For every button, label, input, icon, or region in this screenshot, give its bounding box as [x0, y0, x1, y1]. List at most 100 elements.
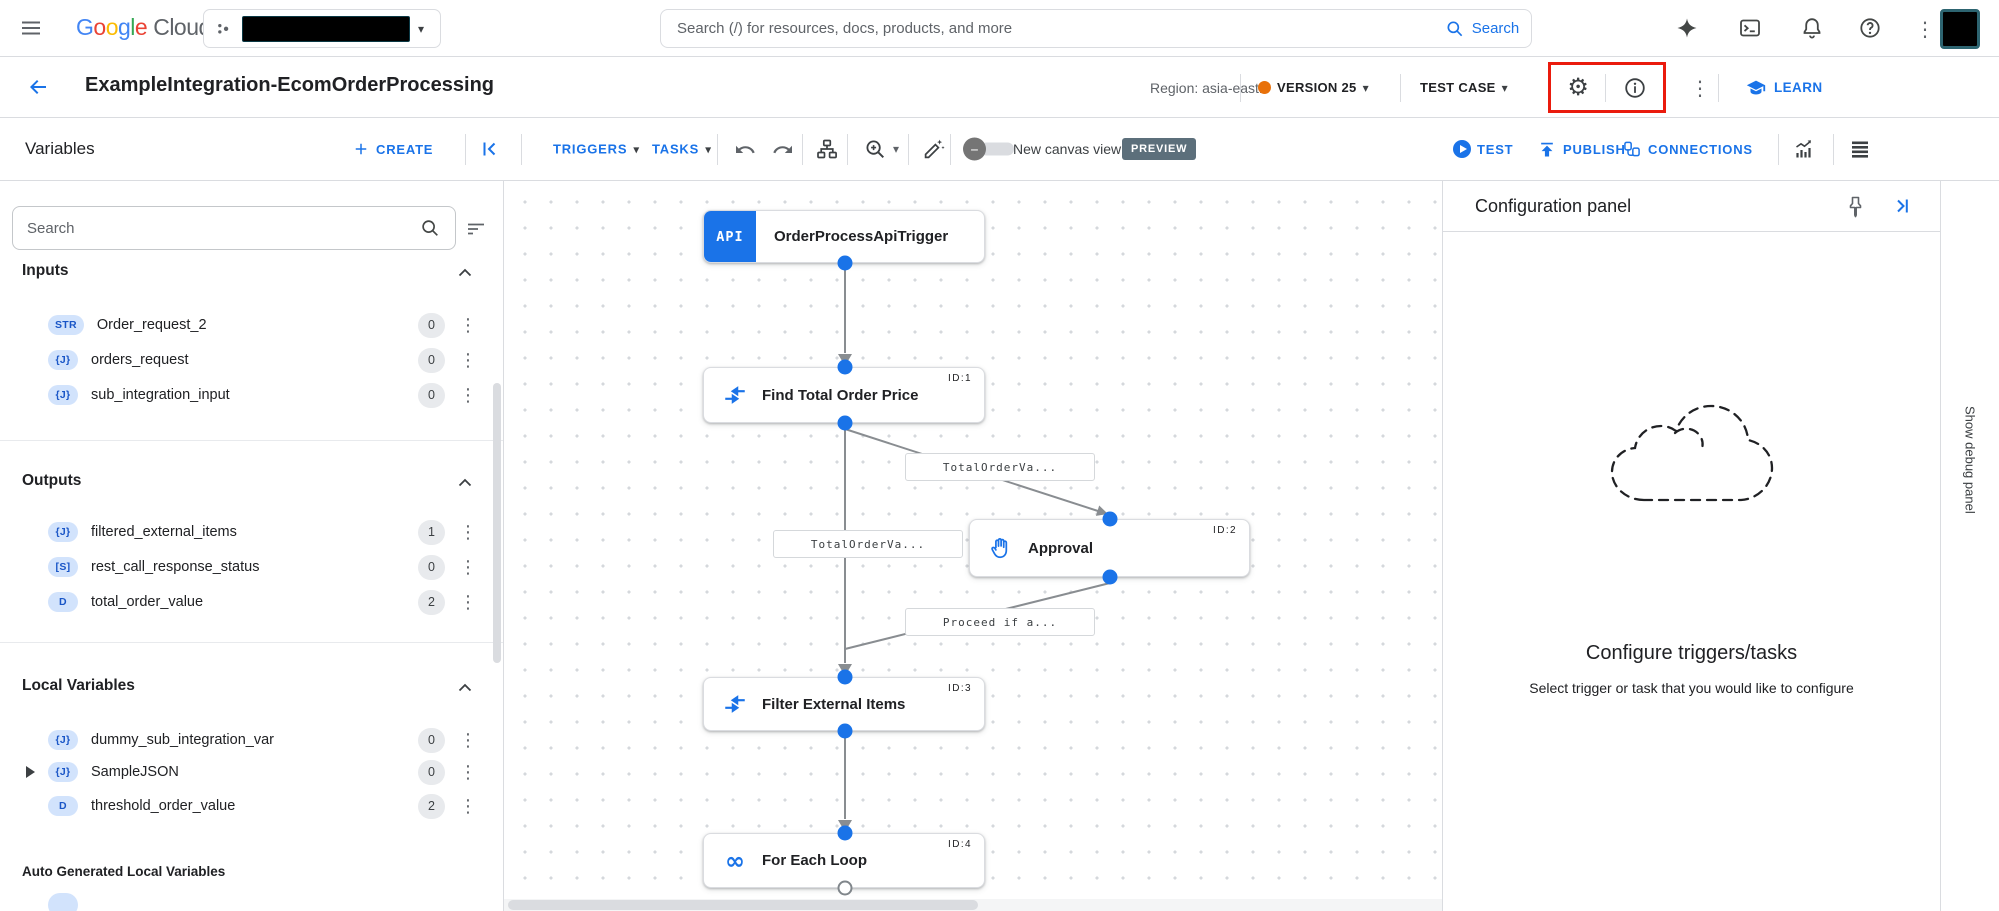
flow-canvas[interactable]: API OrderProcessApiTrigger ID:1 Find Tot…: [504, 181, 1443, 911]
variables-panel-title: Variables: [25, 139, 95, 158]
project-selector[interactable]: ▾: [203, 9, 441, 48]
edge-label[interactable]: TotalOrderVa...: [773, 530, 963, 558]
undo-icon[interactable]: [733, 137, 757, 161]
show-debug-panel-tab[interactable]: Show debug panel: [1962, 406, 1978, 514]
chevron-down-icon: ▾: [633, 142, 641, 156]
row-menu-icon[interactable]: ⋮: [459, 314, 477, 336]
global-search-input[interactable]: [677, 20, 1417, 37]
variable-name: filtered_external_items: [91, 524, 237, 540]
new-canvas-view-label: New canvas view: [1013, 141, 1122, 157]
global-search-button[interactable]: Search: [1433, 9, 1532, 48]
analytics-icon[interactable]: [1792, 137, 1816, 161]
variables-sidebar: Inputs STR Order_request_2 0 ⋮ {J} order…: [0, 181, 504, 911]
collapse-left-panel-icon[interactable]: [478, 137, 502, 161]
collapse-right-panel-icon[interactable]: [1890, 194, 1914, 218]
scrollbar-thumb[interactable]: [508, 900, 978, 910]
flow-node-find-total-order-price[interactable]: ID:1 Find Total Order Price: [703, 367, 985, 423]
publish-icon: [1541, 142, 1553, 157]
variable-row[interactable]: {J} dummy_sub_integration_var 0 ⋮: [0, 723, 503, 757]
redo-icon[interactable]: [771, 137, 795, 161]
help-icon[interactable]: [1858, 16, 1882, 40]
variable-name: dummy_sub_integration_var: [91, 732, 274, 748]
cloud-shell-icon[interactable]: [1738, 16, 1762, 40]
connections-button[interactable]: CONNECTIONS: [1622, 139, 1753, 159]
triggers-dropdown[interactable]: TRIGGERS▾: [553, 141, 641, 157]
avatar[interactable]: [1940, 9, 1980, 49]
canvas-horizontal-scrollbar[interactable]: [504, 899, 1442, 911]
magic-edit-icon[interactable]: [922, 137, 946, 161]
execution-logs-icon[interactable]: [1848, 137, 1872, 161]
row-menu-icon[interactable]: ⋮: [459, 729, 477, 751]
auto-layout-icon[interactable]: [815, 137, 839, 161]
chevron-down-icon: ▾: [1501, 80, 1508, 95]
sort-icon[interactable]: [464, 217, 488, 241]
pin-icon[interactable]: [1844, 194, 1868, 218]
chevron-up-icon[interactable]: [453, 471, 477, 495]
type-badge: {J}: [48, 350, 78, 370]
notifications-bell-icon[interactable]: [1800, 16, 1824, 40]
variable-row[interactable]: {J} SampleJSON 0 ⋮: [0, 755, 503, 789]
sidebar-search-input[interactable]: [27, 219, 419, 237]
create-variable-button[interactable]: CREATE: [352, 140, 433, 158]
toggle-knob: −: [963, 137, 986, 161]
sidebar-scrollbar[interactable]: [493, 383, 501, 663]
edge-label[interactable]: TotalOrderVa...: [905, 453, 1095, 481]
row-menu-icon[interactable]: ⋮: [459, 521, 477, 543]
empty-state-subtitle: Select trigger or task that you would li…: [1529, 680, 1854, 696]
row-menu-icon[interactable]: ⋮: [459, 349, 477, 371]
cloud-illustration: [1596, 388, 1786, 523]
flow-node-approval[interactable]: ID:2 Approval: [969, 519, 1250, 577]
divider: [802, 134, 803, 165]
more-vert-icon[interactable]: ⋮: [1915, 17, 1935, 41]
empty-state-title: Configure triggers/tasks: [1585, 642, 1798, 664]
usage-count-badge: 1: [418, 519, 445, 545]
node-id-badge: ID:1: [948, 373, 972, 384]
header-more-vert-icon[interactable]: ⋮: [1690, 75, 1710, 100]
version-dropdown[interactable]: VERSION 25 ▾: [1258, 57, 1369, 118]
connector-dot[interactable]: [837, 723, 853, 739]
connector-dot[interactable]: [837, 669, 853, 685]
variable-row[interactable]: D total_order_value 2 ⋮: [0, 585, 503, 619]
connector-dot[interactable]: [837, 415, 853, 431]
back-arrow-icon[interactable]: [26, 75, 50, 99]
settings-gear-icon[interactable]: ⚙: [1567, 73, 1589, 101]
type-badge: STR: [48, 315, 84, 335]
usage-count-badge: 0: [418, 312, 445, 338]
variable-row[interactable]: {J} filtered_external_items 1 ⋮: [0, 515, 503, 549]
variable-row[interactable]: STR Order_request_2 0 ⋮: [0, 308, 503, 342]
chevron-up-icon[interactable]: [453, 676, 477, 700]
gemini-icon[interactable]: [1675, 16, 1699, 40]
variable-row[interactable]: D threshold_order_value 2 ⋮: [0, 789, 503, 823]
expand-arrow-icon[interactable]: [26, 766, 35, 778]
hamburger-menu-icon[interactable]: [18, 16, 44, 40]
variable-name: SampleJSON: [91, 764, 179, 780]
row-menu-icon[interactable]: ⋮: [459, 761, 477, 783]
row-menu-icon[interactable]: ⋮: [459, 384, 477, 406]
variable-row[interactable]: {J} sub_integration_input 0 ⋮: [0, 378, 503, 412]
learn-link[interactable]: LEARN: [1745, 57, 1823, 118]
plus-icon: [355, 143, 367, 155]
new-canvas-view-toggle[interactable]: −: [963, 137, 1014, 161]
tasks-dropdown[interactable]: TASKS▾: [652, 141, 712, 157]
connector-dot[interactable]: [837, 825, 853, 841]
info-icon[interactable]: [1623, 76, 1647, 100]
edge-label[interactable]: Proceed if a...: [905, 608, 1095, 636]
connector-dot[interactable]: [1102, 511, 1118, 527]
row-menu-icon[interactable]: ⋮: [459, 556, 477, 578]
variable-row[interactable]: [S] rest_call_response_status 0 ⋮: [0, 550, 503, 584]
test-case-dropdown[interactable]: TEST CASE ▾: [1420, 80, 1508, 95]
open-connector-dot[interactable]: [837, 880, 853, 896]
connector-dot[interactable]: [837, 255, 853, 271]
test-button[interactable]: TEST: [1453, 140, 1513, 158]
row-menu-icon[interactable]: ⋮: [459, 795, 477, 817]
connector-dot[interactable]: [1102, 569, 1118, 585]
publish-button[interactable]: PUBLISH: [1537, 139, 1626, 159]
variable-row[interactable]: {J} orders_request 0 ⋮: [0, 343, 503, 377]
chevron-up-icon[interactable]: [453, 261, 477, 285]
connector-dot[interactable]: [837, 359, 853, 375]
flow-node-for-each-loop[interactable]: ID:4 ∞ For Each Loop: [703, 833, 985, 888]
section-inputs: Inputs: [0, 260, 503, 286]
zoom-control[interactable]: ▾: [863, 137, 899, 161]
row-menu-icon[interactable]: ⋮: [459, 591, 477, 613]
editor-toolbar: Variables CREATE TRIGGERS▾ TASKS▾: [0, 118, 1999, 181]
